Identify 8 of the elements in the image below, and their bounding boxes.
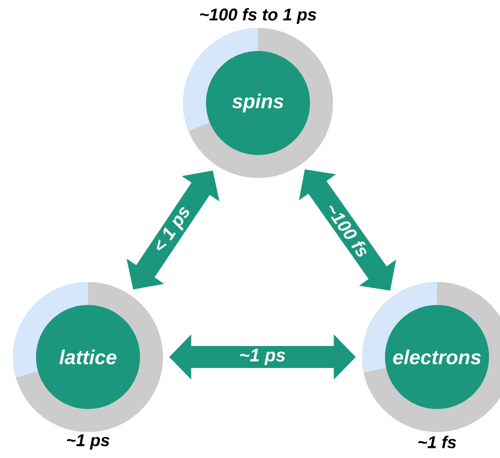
edge-label: < 1 ps (156, 207, 190, 250)
time-label: ~1 fs (418, 436, 456, 448)
edge-label: ~1 ps (240, 348, 286, 366)
ring-node: spins (183, 28, 333, 178)
ring-node: electrons (362, 282, 500, 432)
time-label: ~100 fs to 1 ps (200, 8, 316, 24)
time-label: ~1 ps (67, 434, 110, 450)
ring-node: lattice (13, 282, 163, 432)
